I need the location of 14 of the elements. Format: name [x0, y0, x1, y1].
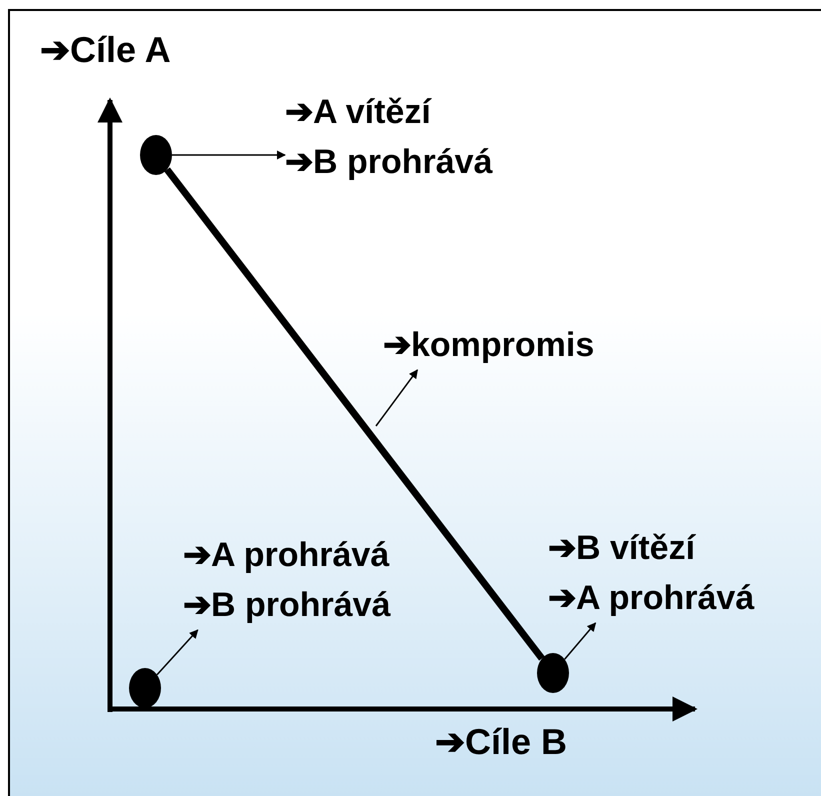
arrow [564, 622, 596, 660]
outcome-text: ➔A vítězí [285, 92, 433, 133]
outcome-text: ➔kompromis [383, 325, 594, 366]
axis-label: ➔Cíle B [435, 720, 568, 764]
arrow [156, 629, 198, 676]
arrow [375, 369, 418, 426]
arrow [172, 150, 286, 160]
outcome-text: ➔A prohrává [548, 578, 754, 619]
outcome-text: ➔B prohrává [285, 142, 492, 183]
outcome-text: ➔B vítězí [548, 528, 697, 569]
axis-label: ➔Cíle A [40, 28, 171, 72]
outcome-text: ➔B prohrává [183, 585, 390, 626]
trade-off-line [164, 167, 545, 661]
outcome-text: ➔A prohrává [183, 535, 390, 576]
